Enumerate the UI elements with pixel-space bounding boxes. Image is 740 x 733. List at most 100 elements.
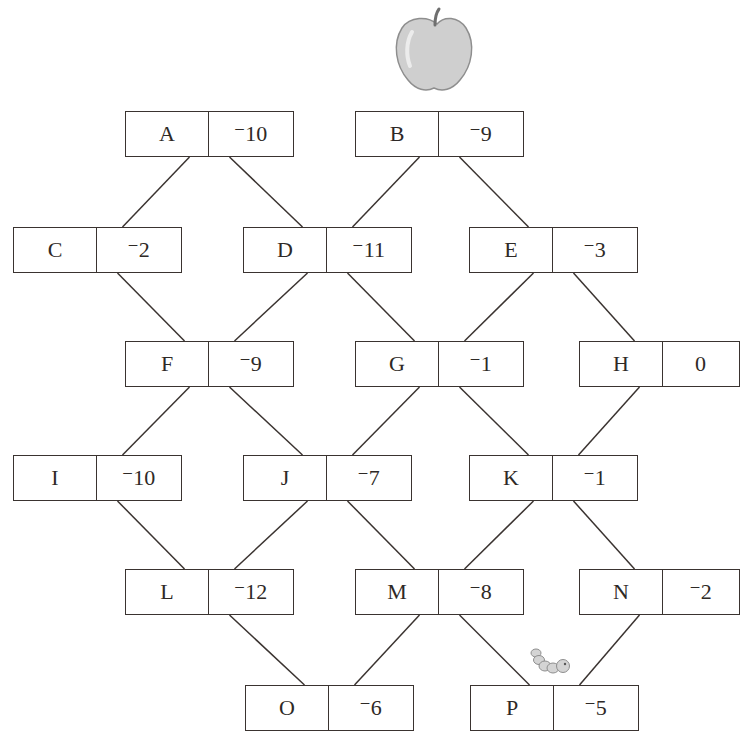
apple-stem <box>435 9 439 25</box>
letter-cell: O <box>246 686 329 730</box>
letter-cell: G <box>356 342 439 386</box>
connector-line <box>579 387 640 455</box>
node-letter: L <box>160 579 173 605</box>
node-letter: B <box>390 121 405 147</box>
node-letter: K <box>503 465 519 491</box>
node-letter: I <box>51 465 58 491</box>
value-cell: ⁻9 <box>209 342 292 386</box>
apple-body <box>396 18 471 90</box>
connector-line <box>123 157 190 227</box>
connector-line <box>118 273 185 341</box>
node-letter: F <box>161 351 173 377</box>
connector-line <box>235 273 308 341</box>
value-box: K ⁻1 <box>469 455 638 501</box>
node-letter: J <box>281 465 290 491</box>
connector-line <box>230 615 305 685</box>
connector-line <box>460 615 530 685</box>
node-value: ⁻2 <box>689 579 712 605</box>
node-value: ⁻5 <box>584 695 607 721</box>
value-cell: ⁻8 <box>439 570 522 614</box>
node-value: ⁻12 <box>234 579 268 605</box>
letter-cell: J <box>244 456 327 500</box>
value-cell: ⁻11 <box>327 228 410 272</box>
node-value: ⁻2 <box>127 237 150 263</box>
value-box: G ⁻1 <box>355 341 524 387</box>
value-box: E ⁻3 <box>469 227 638 273</box>
value-cell: ⁻10 <box>97 456 180 500</box>
value-box: J ⁻7 <box>243 455 412 501</box>
value-box: H0 <box>579 341 740 387</box>
value-box: B ⁻9 <box>355 111 524 157</box>
value-box: L ⁻12 <box>125 569 294 615</box>
value-box: C ⁻2 <box>13 227 182 273</box>
connector-line <box>460 387 529 455</box>
value-box: M ⁻8 <box>355 569 524 615</box>
node-value: ⁻1 <box>583 465 606 491</box>
value-cell: ⁻7 <box>327 456 410 500</box>
connector-line <box>235 501 308 569</box>
node-value: ⁻7 <box>357 465 380 491</box>
value-cell: ⁻2 <box>97 228 180 272</box>
letter-cell: K <box>470 456 553 500</box>
value-box: P ⁻5 <box>470 685 639 731</box>
value-box: O ⁻6 <box>245 685 414 731</box>
connector-line <box>355 615 420 685</box>
node-letter: E <box>504 237 517 263</box>
connector-line <box>574 501 635 569</box>
connector-line <box>574 273 635 341</box>
value-cell: ⁻1 <box>553 456 636 500</box>
connector-line <box>465 273 534 341</box>
letter-cell: C <box>14 228 97 272</box>
node-letter: P <box>506 695 518 721</box>
value-box: N ⁻2 <box>579 569 740 615</box>
node-letter: O <box>279 695 295 721</box>
letter-cell: A <box>126 112 209 156</box>
value-cell: 0 <box>663 342 738 386</box>
node-value: ⁻8 <box>469 579 492 605</box>
connector-line <box>353 157 420 227</box>
connector-line <box>348 273 415 341</box>
node-value: ⁻1 <box>469 351 492 377</box>
node-value: ⁻10 <box>122 465 156 491</box>
letter-cell: P <box>471 686 554 730</box>
connector-line <box>460 157 529 227</box>
letter-cell: I <box>14 456 97 500</box>
value-box: D ⁻11 <box>243 227 412 273</box>
letter-cell: E <box>470 228 553 272</box>
node-letter: C <box>48 237 63 263</box>
node-letter: H <box>613 351 629 377</box>
value-box: I ⁻10 <box>13 455 182 501</box>
node-value: ⁻6 <box>359 695 382 721</box>
value-cell: ⁻10 <box>209 112 292 156</box>
apple-shine <box>407 32 412 66</box>
worm-head <box>557 660 570 673</box>
apple-illustration <box>396 9 471 90</box>
value-cell: ⁻9 <box>439 112 522 156</box>
letter-cell: L <box>126 570 209 614</box>
node-value: ⁻3 <box>583 237 606 263</box>
letter-cell: H <box>580 342 663 386</box>
node-letter: G <box>389 351 405 377</box>
value-cell: ⁻5 <box>554 686 637 730</box>
connector-line <box>580 615 640 685</box>
node-letter: D <box>277 237 293 263</box>
connector-line <box>465 501 534 569</box>
worm-eye <box>564 663 566 665</box>
node-value: 0 <box>695 351 706 377</box>
node-value: ⁻11 <box>352 237 385 263</box>
letter-cell: F <box>126 342 209 386</box>
node-value: ⁻9 <box>239 351 262 377</box>
value-cell: ⁻2 <box>663 570 738 614</box>
connector-line <box>353 387 420 455</box>
letter-cell: M <box>356 570 439 614</box>
node-value: ⁻10 <box>234 121 268 147</box>
node-letter: N <box>613 579 629 605</box>
connector-line <box>230 157 303 227</box>
letter-cell: D <box>244 228 327 272</box>
connector-line <box>118 501 185 569</box>
letter-cell: N <box>580 570 663 614</box>
letter-cell: B <box>356 112 439 156</box>
value-cell: ⁻3 <box>553 228 636 272</box>
value-cell: ⁻6 <box>329 686 412 730</box>
